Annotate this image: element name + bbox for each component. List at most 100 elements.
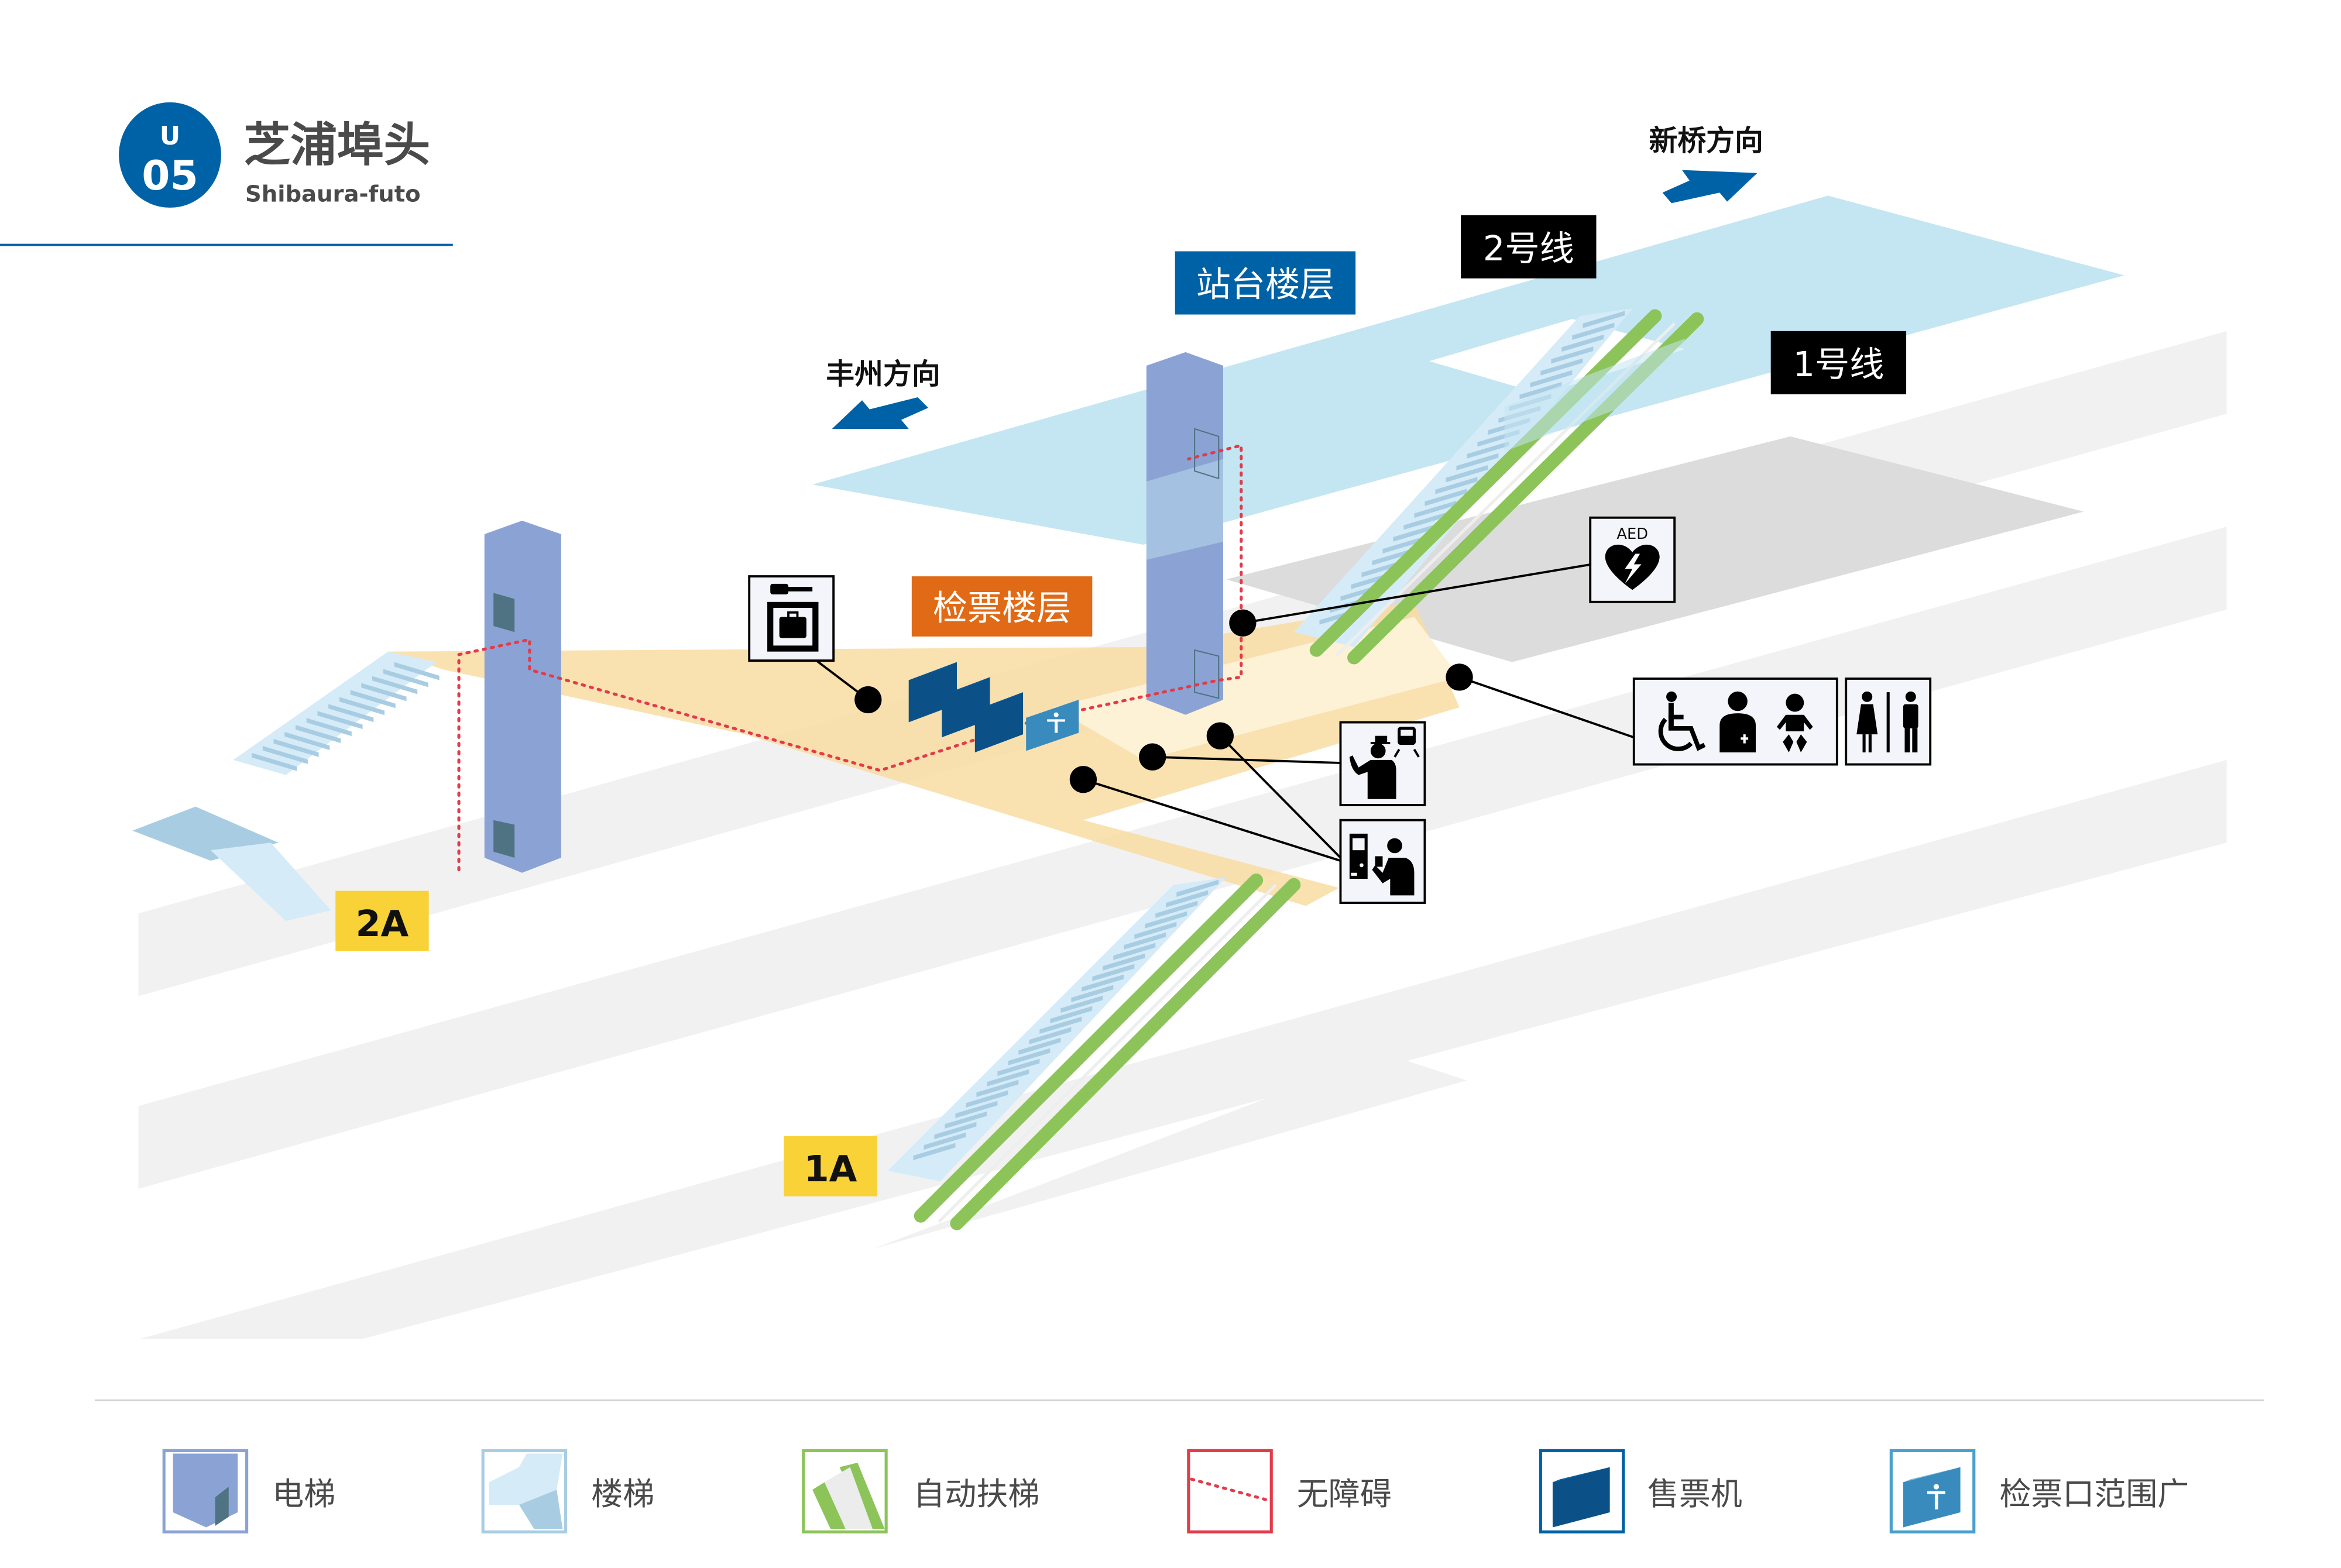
escalator-lower — [887, 874, 1301, 1230]
exit-2a[interactable]: 2A — [335, 890, 429, 951]
station-office-dot — [1139, 743, 1166, 771]
stair-tread — [1176, 879, 1219, 897]
ticket-machines — [908, 662, 1024, 752]
track-label-line2: 2号线 — [1461, 215, 1597, 278]
legend-divider — [94, 1399, 2264, 1401]
stair-tread — [1540, 358, 1583, 376]
exit-1a-text: 1A — [804, 1148, 857, 1190]
legend-label-barrier-free: 无障碍 — [1297, 1476, 1392, 1512]
legend-label-escalator: 自动扶梯 — [913, 1476, 1039, 1512]
station-number: 05 — [142, 153, 198, 200]
stair-tread — [1424, 489, 1467, 506]
aed-icon[interactable]: AED — [1589, 516, 1676, 603]
stair-tread — [1113, 943, 1156, 960]
stairs-2a — [132, 651, 440, 921]
stair-tread — [1361, 560, 1404, 577]
ticket-floor-text: 检票楼层 — [933, 588, 1071, 628]
direction-toyosu: 丰州方向 — [826, 357, 940, 391]
stair-tread — [1103, 953, 1145, 971]
ticket-floor-label: 检票楼层 — [911, 576, 1093, 637]
baby-care-icon — [1776, 693, 1813, 752]
ticket-machine-dot — [1069, 766, 1097, 793]
stair-tread — [1519, 382, 1562, 400]
stair-tread — [328, 704, 374, 723]
station-number-badge — [119, 102, 221, 208]
line-letter: U — [160, 121, 180, 151]
legend-barrier-free: 无障碍 — [1187, 1449, 1392, 1533]
coin-locker-icon[interactable] — [748, 575, 835, 662]
stair-tread — [1124, 932, 1166, 950]
elevator-center — [1146, 352, 1223, 715]
platform-floor-label: 站台楼层 — [1175, 251, 1356, 315]
stair-tread — [1382, 536, 1425, 553]
stair-tread — [1071, 985, 1114, 1002]
exit-2a-text: 2A — [356, 903, 409, 945]
arrow-northeast-icon — [1662, 170, 1758, 204]
header-underline — [0, 243, 453, 246]
stair-tread — [252, 752, 297, 771]
stair-tread — [1530, 370, 1573, 388]
accessible-facilities-icon[interactable] — [1632, 678, 1838, 766]
stair-tread — [394, 662, 440, 680]
stair-tread — [1082, 974, 1124, 992]
stair-tread — [1372, 548, 1415, 566]
direction-shinbashi: 新桥方向 — [1649, 124, 1763, 157]
legend-label-ticket-machine: 售票机 — [1647, 1476, 1742, 1512]
stair-tread — [1403, 513, 1446, 530]
stair-tread — [955, 1101, 998, 1118]
stair-tread — [1008, 1048, 1051, 1065]
legend-stairs: 楼梯 — [481, 1449, 654, 1533]
legend-gate-area: 检票口范围广 — [1889, 1449, 2189, 1533]
aed-dot — [1229, 609, 1257, 637]
stair-tread — [1134, 921, 1177, 939]
track-label-line1: 1号线 — [1770, 331, 1907, 394]
line2-text: 2号线 — [1483, 228, 1574, 269]
stair-tread — [1446, 465, 1488, 483]
exit-1a[interactable]: 1A — [784, 1136, 877, 1196]
stair-tread — [262, 745, 308, 764]
stair-tread — [295, 725, 341, 744]
ground-band — [873, 1053, 1467, 1249]
stair-tread — [1155, 900, 1198, 918]
stair-tread — [1166, 890, 1209, 907]
stair-tread — [317, 711, 363, 730]
stair-tread — [1039, 1016, 1082, 1034]
toilet-icon[interactable] — [1845, 678, 1932, 766]
arrow-southwest-icon — [832, 397, 929, 429]
station-name-zh: 芝浦埠头 — [243, 118, 430, 172]
stair-tread — [934, 1122, 977, 1139]
stair-tread — [1561, 334, 1604, 352]
platform-floor-text: 站台楼层 — [1196, 264, 1334, 305]
station-header: U 05 芝浦埠头 Shibaura-futo — [0, 102, 453, 246]
legend-elevator: 电梯 — [162, 1449, 335, 1533]
stair-tread — [913, 1143, 956, 1160]
leader-lines — [812, 563, 1635, 862]
ostomate-icon — [1719, 691, 1756, 752]
stair-tread — [1393, 524, 1436, 542]
station-name-en: Shibaura-futo — [245, 181, 421, 208]
fare-adjustment-icon[interactable] — [1339, 819, 1426, 905]
stair-tread — [1060, 995, 1103, 1013]
stair-tread — [306, 718, 352, 737]
stair-tread — [966, 1090, 1008, 1108]
legend-label-gate-area: 检票口范围广 — [1999, 1476, 2189, 1512]
stair-tread — [1018, 1037, 1061, 1055]
line1-text: 1号线 — [1793, 344, 1884, 384]
elevator-left — [484, 520, 561, 873]
station-office-icon[interactable] — [1339, 721, 1426, 806]
stair-tread — [997, 1058, 1040, 1076]
ticket-machine — [974, 692, 1024, 752]
stair-tread — [1092, 964, 1135, 981]
stair-tread — [1583, 311, 1625, 328]
stair-tread — [1145, 911, 1187, 929]
ground-band — [138, 759, 2227, 1340]
stair-tread — [361, 683, 407, 702]
stair-tread — [273, 739, 319, 757]
stair-tread — [1467, 441, 1509, 459]
toilet-dot — [1446, 663, 1473, 691]
stair-tread — [987, 1069, 1029, 1086]
stair-tread — [924, 1132, 966, 1150]
legend-label-elevator: 电梯 — [272, 1476, 335, 1512]
stair-tread — [1456, 453, 1499, 471]
legend-escalator: 自动扶梯 — [802, 1449, 1039, 1533]
